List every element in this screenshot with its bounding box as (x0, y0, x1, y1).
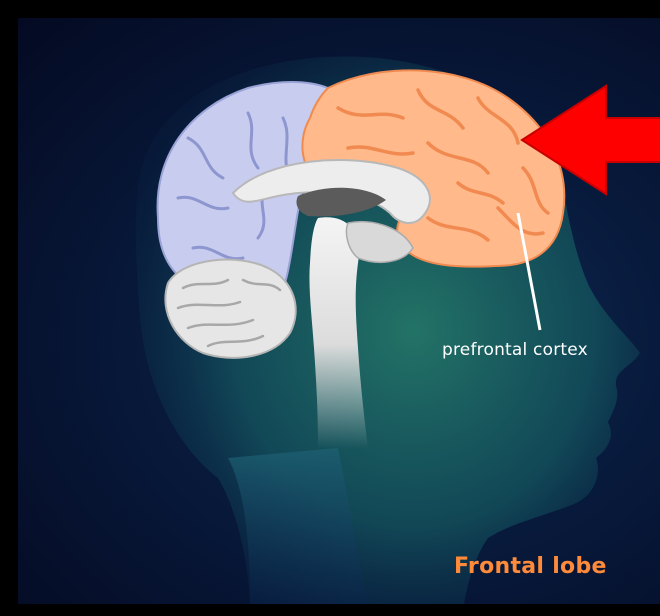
prefrontal-cortex-label: prefrontal cortex (442, 340, 588, 360)
frontal-lobe-label: Frontal lobe (454, 554, 607, 579)
brain-illustration-panel: prefrontal cortex Frontal lobe (18, 18, 660, 604)
red-arrow-icon (518, 82, 660, 198)
